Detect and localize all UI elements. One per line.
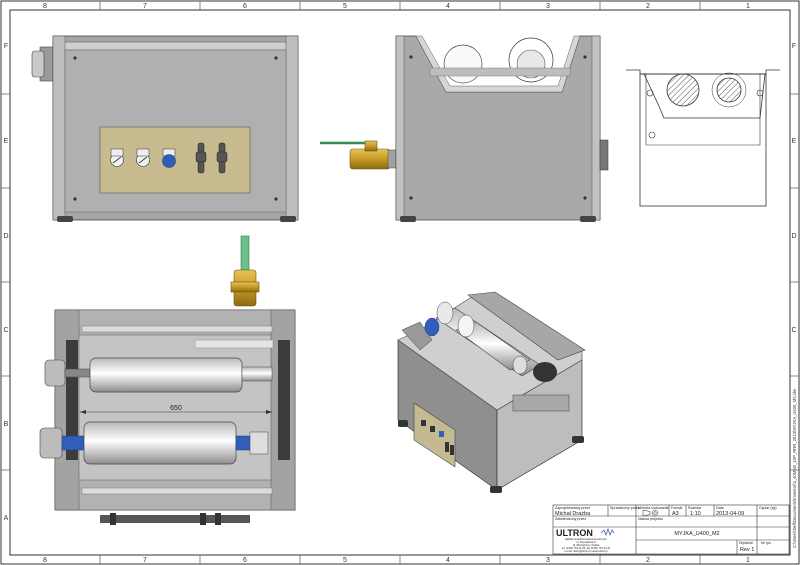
company-address-line: tel. (0-89) 751-11-56, fax (0-89) 751-34…: [562, 546, 611, 550]
zone-labels: 8 7 6 5 4 3 2 1 8 7 6 5 4 3 2 1 F E D C …: [3, 3, 796, 564]
company-address-line: Zakład Urządzeń Gastronomicznych: [565, 537, 607, 541]
roller-icon: [455, 314, 531, 375]
weight-label: Ciężar (kg): [759, 506, 777, 510]
row-label: C: [3, 327, 8, 334]
col-label: 3: [546, 3, 550, 10]
projection-symbol-icon: [642, 509, 659, 517]
date-label: Data: [716, 506, 724, 510]
drawn-by: Michał Drażba: [555, 511, 591, 517]
company-address-line: ul. Zwycięstwa 9: [576, 540, 596, 544]
col-label: 3: [546, 557, 550, 564]
company-logo: ULTRON: [556, 527, 615, 538]
front-view: [31, 35, 299, 222]
file-path: C:\Users\Dell\Documents\Inventor\3_40MM2…: [792, 388, 797, 548]
approved-by-label: Zatwierdzony przez: [555, 517, 586, 521]
title-block-text: Zaprojektowany przez Michał Drażba Spraw…: [555, 506, 777, 553]
col-label: 4: [446, 3, 450, 10]
dimension-label: 650: [170, 405, 182, 412]
switch-icon: [110, 148, 124, 167]
col-label: 2: [646, 3, 650, 10]
col-label: 8: [43, 3, 47, 10]
title-block: [552, 504, 790, 555]
isometric-view: [397, 291, 586, 493]
col-label: 1: [746, 557, 750, 564]
date-value: 2013-04-09: [716, 511, 744, 517]
control-panel: [413, 402, 456, 468]
row-label: A: [4, 515, 9, 522]
col-label: 5: [343, 3, 347, 10]
ball-valve-icon: [230, 269, 260, 307]
roller-section-icon: [666, 73, 700, 107]
roller-icon: [39, 421, 269, 465]
col-label: 7: [143, 3, 147, 10]
row-label: F: [792, 43, 796, 50]
revision-label: Wydanie: [739, 541, 753, 545]
roller-section-icon: [716, 77, 742, 103]
drawing-name: MYJKA_U400_M2: [674, 531, 719, 537]
row-label: D: [3, 233, 8, 240]
company-address-line: e-mail: ultron@ultron.pl www.ultron.pl: [565, 549, 608, 553]
company-address-line: 11-400 Kętrzyn, Polska: [573, 543, 600, 547]
roller-icon: [443, 44, 483, 84]
section-view: [626, 69, 780, 207]
roller-icon: [508, 37, 554, 83]
revision-value: Rev 1: [740, 547, 754, 553]
switch-icon: [136, 148, 150, 167]
row-label: C: [791, 327, 796, 334]
side-view: [320, 35, 609, 222]
roller-icon: [44, 357, 273, 393]
col-label: 1: [746, 3, 750, 10]
project-label: Nazwa projektu: [638, 517, 663, 521]
ball-valve-icon: [349, 140, 397, 170]
col-label: 6: [243, 557, 247, 564]
format-value: A3: [672, 511, 679, 517]
col-label: 7: [143, 557, 147, 564]
indicator-lamp-icon: [162, 148, 176, 168]
row-label: E: [792, 138, 797, 145]
sheet-no-label: Nr rys.: [761, 541, 772, 545]
cable-gland-icon: [195, 142, 228, 174]
row-label: D: [791, 233, 796, 240]
row-label: F: [4, 43, 8, 50]
checked-by-label: Sprawdzony przez: [610, 506, 640, 510]
col-label: 4: [446, 557, 450, 564]
row-label: B: [4, 421, 9, 428]
method-label: Metoda rzutowania: [638, 506, 668, 510]
company-logo-text: ULTRON: [556, 528, 593, 538]
col-label: 5: [343, 557, 347, 564]
col-label: 2: [646, 557, 650, 564]
drawn-by-label: Zaprojektowany przez: [555, 506, 590, 510]
scale-label: Rozmiar: [688, 506, 702, 510]
scale-value: 1:10: [690, 511, 701, 517]
col-label: 8: [43, 557, 47, 564]
col-label: 6: [243, 3, 247, 10]
format-label: Format: [671, 506, 682, 510]
row-label: E: [4, 138, 9, 145]
top-view: 650: [39, 235, 296, 525]
